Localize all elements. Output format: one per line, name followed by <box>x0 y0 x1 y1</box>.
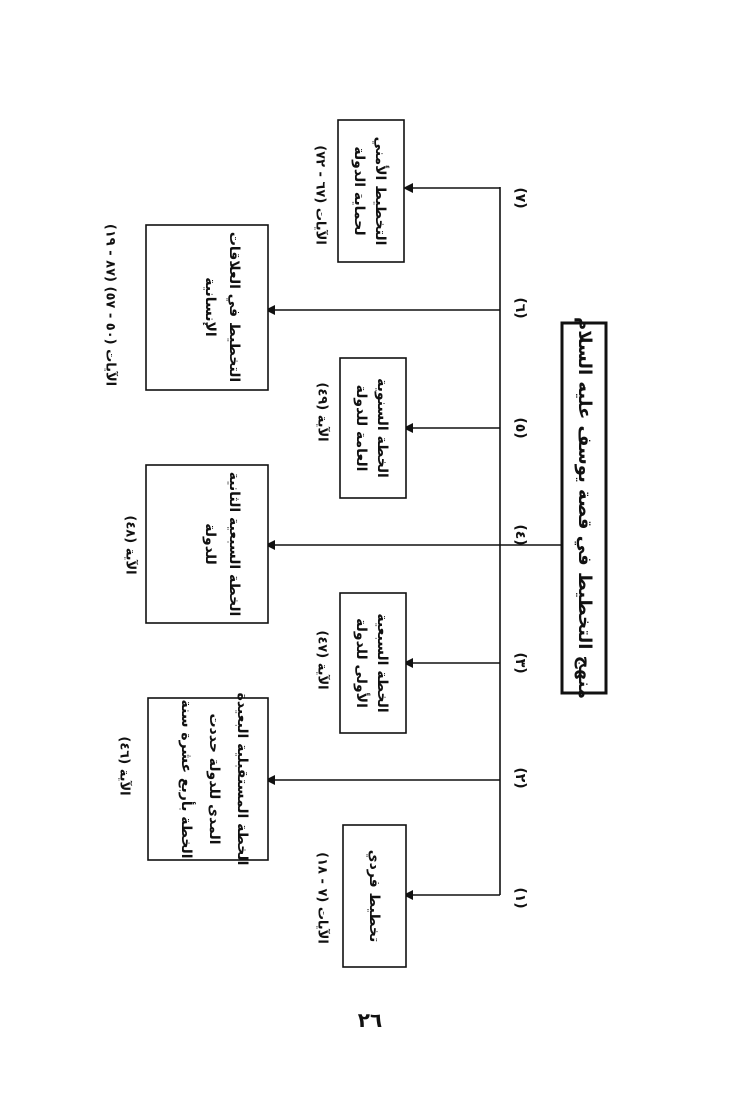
plan-7-number: (٧) <box>512 187 528 208</box>
plan-3-line-2: الأولى للدولة <box>353 618 370 708</box>
plan-3-number: (٣) <box>512 652 528 673</box>
title-box: منهج التخطيط في قصة يوسف عليه السلام <box>560 317 608 699</box>
plan-7-verses: الآيات (٦٧ - ٧٢) <box>313 145 329 245</box>
arrow-4 <box>265 540 275 550</box>
branch-2: الخطة المستقبلية البعيدة المدى للدولة حد… <box>117 693 529 866</box>
plan-6-line-2: الإنسانية <box>202 277 218 336</box>
plan-box-2 <box>147 697 269 861</box>
plan-3-line-1: الخطة السبعية <box>374 613 390 712</box>
plan-4-verses: الآية (٤٨) <box>123 515 139 574</box>
plan-2-line-2: المدى للدولة حددت <box>206 713 222 844</box>
plan-2-verses: الآية (٤٦) <box>117 736 133 795</box>
plan-box-5 <box>339 357 407 499</box>
plan-5-line-1: الخطة السنوية <box>374 378 390 478</box>
branch-4: الخطة السبعية الثانية للدولة (٤) الآية (… <box>123 464 528 624</box>
plan-1-verses: الآيات (٧ - ١٨) <box>315 852 331 944</box>
branch-6: التخطيط في العلاقات الإنسانية (٦) الآيات… <box>103 224 528 391</box>
plan-5-number: (٥) <box>512 417 528 438</box>
branch-7: التخطيط الأمني لحماية الدولة (٧) الآيات … <box>313 119 528 263</box>
branch-1: تخطيط فردي (١) الآيات (٧ - ١٨) <box>315 824 528 968</box>
arrow-7 <box>403 183 413 193</box>
plan-6-number: (٦) <box>512 297 528 318</box>
plan-2-number: (٢) <box>512 767 528 788</box>
plan-box-7 <box>337 119 405 263</box>
arrow-6 <box>265 305 275 315</box>
plan-2-line-1: الخطة المستقبلية البعيدة <box>234 693 250 866</box>
plan-6-verses: الآيات (٥٠ - ٥٧) (٨٧ - ١٩) <box>103 224 119 386</box>
plan-5-line-2: العامة للدولة <box>353 385 369 472</box>
page-number: ٢٦ <box>357 1008 383 1032</box>
plan-4-line-2: للدولة <box>202 523 218 565</box>
plan-box-4 <box>145 464 269 624</box>
arrow-3 <box>403 658 413 668</box>
plan-1-line-1: تخطيط فردي <box>365 850 382 942</box>
plan-6-line-1: التخطيط في العلاقات <box>226 232 242 382</box>
plan-box-3 <box>339 592 407 734</box>
plan-box-1 <box>342 824 407 968</box>
arrow-5 <box>403 423 413 433</box>
plan-3-verses: الآية (٤٧) <box>315 630 331 689</box>
branch-5: الخطة السنوية العامة للدولة (٥) الآية (٤… <box>315 357 528 499</box>
arrow-2 <box>265 775 275 785</box>
branch-3: الخطة السبعية الأولى للدولة (٣) الآية (٤… <box>315 592 528 734</box>
plan-5-verses: الآية (٤٩) <box>315 382 331 441</box>
plan-7-line-1: التخطيط الأمني <box>372 137 389 246</box>
plan-4-number: (٤) <box>512 524 528 545</box>
arrow-1 <box>403 890 413 900</box>
plan-2-line-3: الخطة بأربع عشرة سنة <box>178 699 196 858</box>
plan-7-line-2: لحماية الدولة <box>351 146 367 235</box>
plan-box-6 <box>145 224 269 391</box>
plan-4-line-1: الخطة السبعية الثانية <box>226 472 242 617</box>
plan-1-number: (١) <box>512 887 528 908</box>
title-text: منهج التخطيط في قصة يوسف عليه السلام <box>574 317 595 699</box>
